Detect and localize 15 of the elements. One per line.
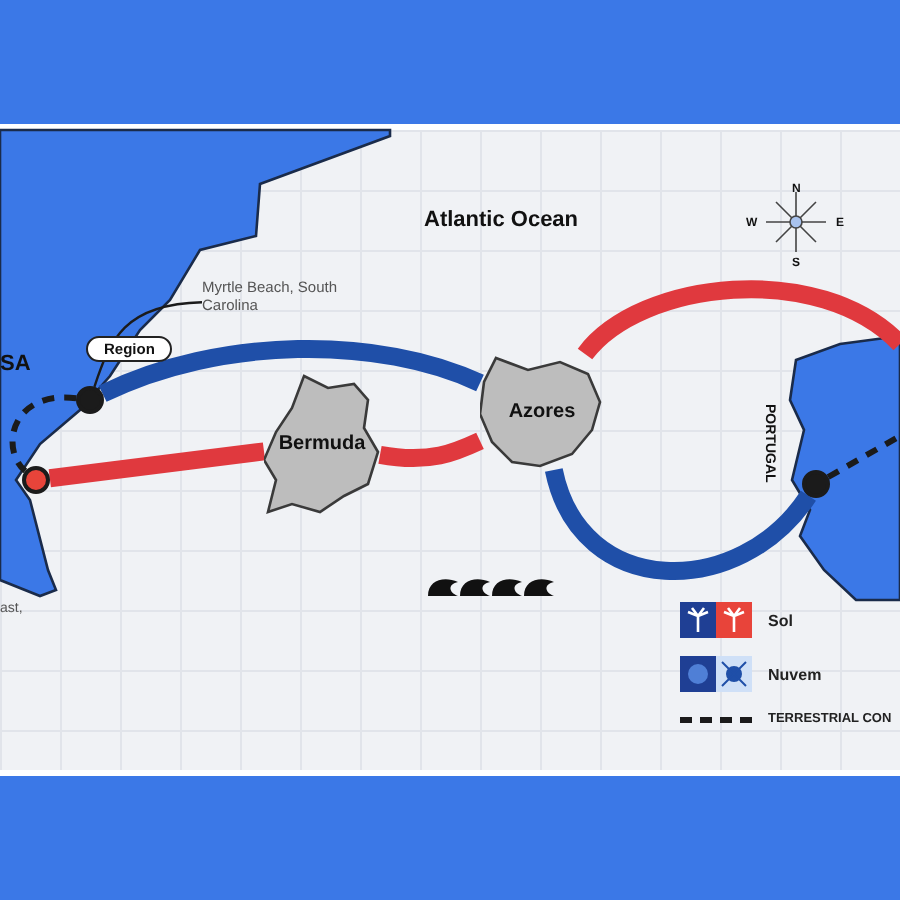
terrestrial-connection <box>826 433 900 480</box>
island-shape <box>480 354 604 470</box>
cable-route <box>99 340 484 403</box>
cable-route <box>545 467 816 580</box>
map-label: SA <box>0 352 31 376</box>
island-label: Bermuda <box>278 433 366 455</box>
cable-route <box>578 280 900 361</box>
legend-label: Sol <box>768 611 793 629</box>
cable-route <box>48 442 266 488</box>
cable-route <box>378 432 484 468</box>
island-shape <box>264 372 380 516</box>
island-label: Azores <box>508 401 576 423</box>
legend-label: Nuvem <box>768 665 822 683</box>
map-label: Atlantic Ocean <box>424 208 579 232</box>
terrestrial-connection <box>9 394 77 474</box>
